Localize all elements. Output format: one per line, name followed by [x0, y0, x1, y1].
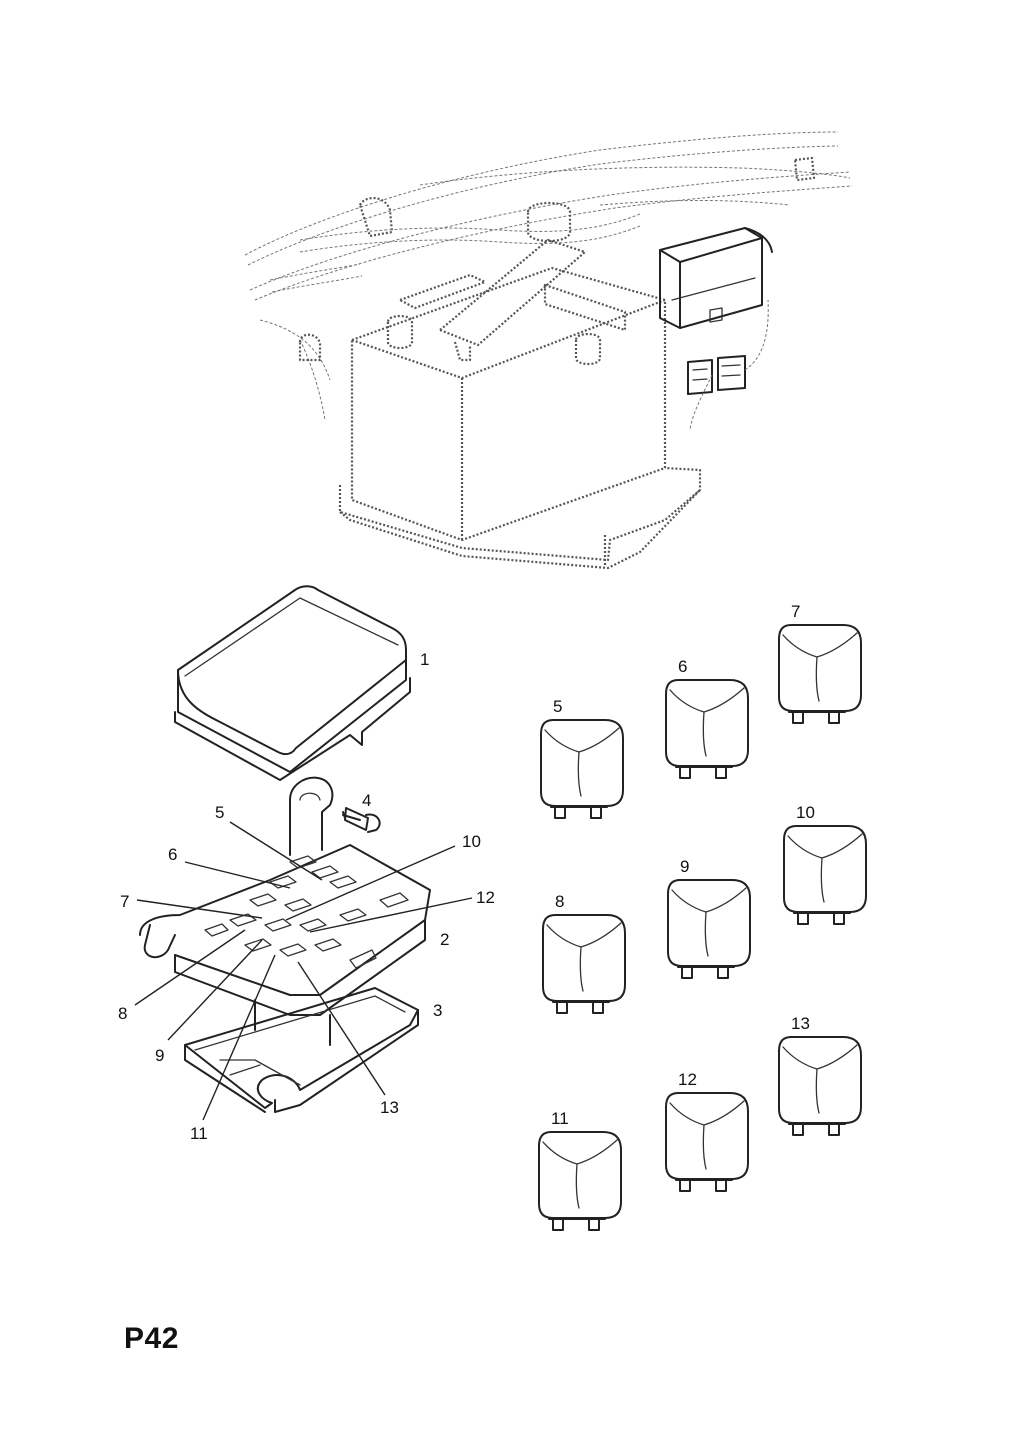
relay-12: 12 [665, 1070, 749, 1192]
callout-8: 8 [118, 1004, 127, 1023]
callout-6: 6 [168, 845, 177, 864]
relay-9: 9 [667, 857, 751, 979]
callout-3: 3 [433, 1001, 442, 1020]
relay-label-13: 13 [791, 1014, 810, 1033]
relay-label-12: 12 [678, 1070, 697, 1089]
relay-label-8: 8 [555, 892, 564, 911]
relay-7: 7 [778, 602, 862, 724]
fuse-box-cover [174, 585, 411, 781]
callout-4: 4 [362, 791, 371, 810]
callout-12: 12 [476, 888, 495, 907]
callout-5: 5 [215, 803, 224, 822]
relay-label-11: 11 [551, 1109, 569, 1128]
relay-8: 8 [542, 892, 626, 1014]
relay-11: 11 [538, 1109, 622, 1231]
relay-label-6: 6 [678, 657, 687, 676]
relay-carrier-bracket [139, 776, 431, 1046]
callout-11: 11 [190, 1124, 208, 1143]
relay-13: 13 [778, 1014, 862, 1136]
callout-7: 7 [120, 892, 129, 911]
callout-labels: 1 2 3 4 5 6 7 8 9 10 11 12 13 [118, 650, 495, 1143]
callout-13: 13 [380, 1098, 399, 1117]
relay-6: 6 [665, 657, 749, 779]
callout-10: 10 [462, 832, 481, 851]
relay-label-7: 7 [791, 602, 800, 621]
page-code: P42 [124, 1322, 179, 1355]
relay-group: 5 6 7 8 9 10 11 12 13 [538, 602, 867, 1231]
leader-lines [134, 821, 473, 1121]
callout-1: 1 [420, 650, 429, 669]
relay-label-9: 9 [680, 857, 689, 876]
relay-label-10: 10 [796, 803, 815, 822]
callout-2: 2 [440, 930, 449, 949]
callout-9: 9 [155, 1046, 164, 1065]
relay-label-5: 5 [553, 697, 562, 716]
relay-5: 5 [540, 697, 624, 819]
relay-10: 10 [783, 803, 867, 925]
mounting-screw [342, 807, 381, 833]
fuse-box-bottom-tray [184, 987, 419, 1113]
engine-bay-battery-illustration [244, 131, 853, 570]
